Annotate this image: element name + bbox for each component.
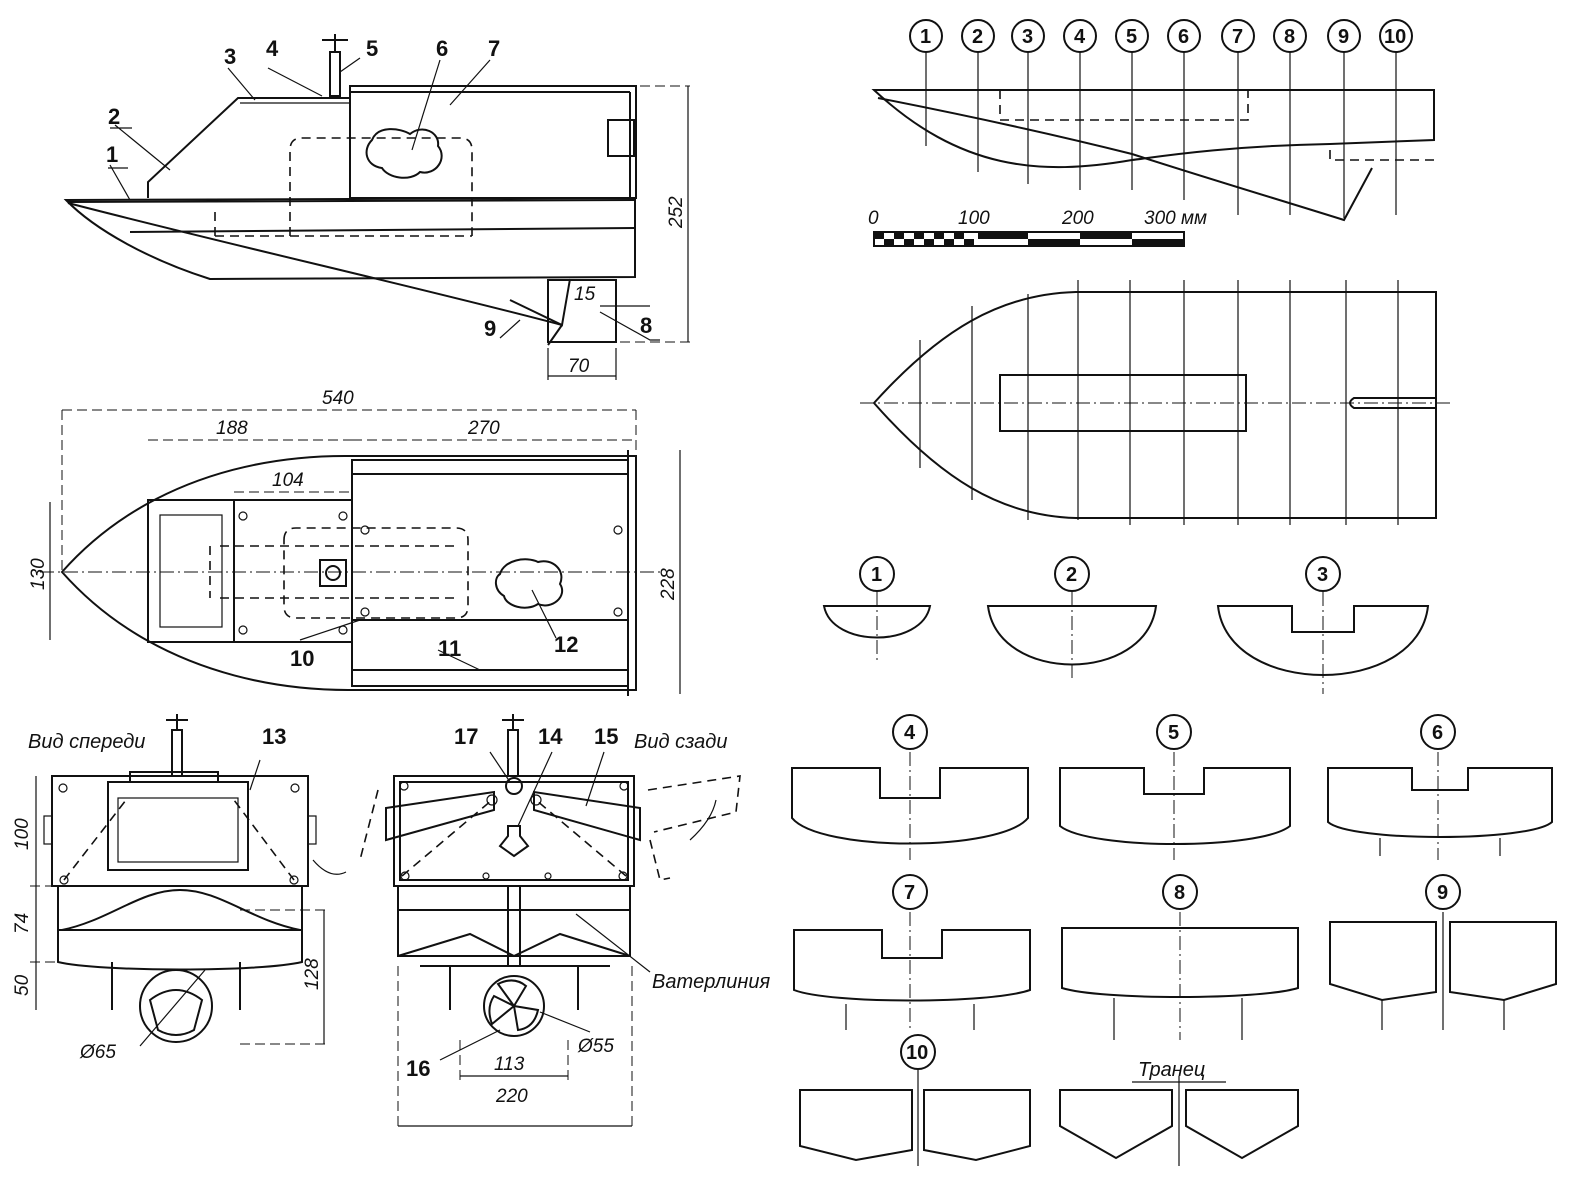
callout-4: 4 (266, 36, 279, 61)
dim-540: 540 (322, 388, 354, 409)
callout-16: 16 (406, 1056, 430, 1081)
lines-profile (871, 19, 1435, 247)
dim-100: 100 (12, 818, 33, 850)
callout-2: 2 (108, 104, 120, 129)
callout-14: 14 (538, 724, 563, 749)
station-label-1: 1 (920, 26, 931, 48)
dim-188: 188 (216, 418, 248, 439)
rear-view-labels: Вид сзади 17 14 15 16 Ø55 113 220 Ватерл… (406, 724, 770, 1107)
section-label-7: 7 (904, 882, 915, 904)
station-label-3: 3 (1022, 26, 1033, 48)
station-markers (909, 19, 1413, 53)
callout-6: 6 (436, 36, 448, 61)
section-label-4: 4 (904, 722, 916, 744)
waterline-label: Ватерлиния (652, 971, 770, 993)
dim-nozzle-55: Ø55 (577, 1036, 614, 1057)
dim-252: 252 (666, 196, 687, 229)
dim-128: 128 (302, 958, 323, 990)
station-label-6: 6 (1178, 26, 1189, 48)
rear-view (359, 714, 741, 1130)
front-view-title: Вид спереди (28, 731, 145, 753)
callout-7: 7 (488, 36, 500, 61)
callout-5: 5 (366, 36, 378, 61)
transom-label: Транец (1138, 1059, 1205, 1081)
dim-270: 270 (467, 418, 500, 439)
rear-view-title: Вид сзади (634, 731, 727, 753)
station-lines (925, 52, 1397, 218)
dim-70: 70 (568, 356, 590, 377)
callout-11: 11 (438, 636, 461, 661)
front-view (30, 714, 347, 1047)
front-view-labels: Вид спереди 13 100 74 50 128 Ø65 (12, 724, 323, 1063)
scale-bar (873, 231, 1185, 247)
dim-220: 220 (495, 1086, 528, 1107)
callout-12: 12 (554, 632, 578, 657)
section-label-6: 6 (1432, 722, 1443, 744)
scale-100: 100 (958, 208, 990, 229)
lines-halfbreadth (860, 280, 1450, 525)
callout-13: 13 (262, 724, 286, 749)
sections (791, 556, 1557, 1166)
side-view-labels: 1 2 3 4 5 6 7 8 9 252 15 70 (106, 36, 687, 377)
callout-10: 10 (290, 646, 314, 671)
lines-profile-labels: 1 2 3 4 5 6 7 8 9 10 0 100 200 300 мм (868, 26, 1406, 229)
callout-15: 15 (594, 724, 618, 749)
scale-200: 200 (1061, 208, 1094, 229)
section-label-3: 3 (1317, 564, 1328, 586)
dim-130: 130 (28, 558, 49, 590)
station-label-5: 5 (1126, 26, 1137, 48)
callout-9: 9 (484, 316, 496, 341)
callout-3: 3 (224, 44, 236, 69)
callout-17: 17 (454, 724, 478, 749)
dim-nozzle-65: Ø65 (79, 1042, 116, 1063)
station-label-2: 2 (972, 26, 983, 48)
scale-300: 300 мм (1144, 208, 1207, 229)
dim-74: 74 (12, 913, 33, 934)
section-label-10: 10 (906, 1042, 928, 1064)
dim-228: 228 (658, 568, 679, 601)
section-label-9: 9 (1437, 882, 1448, 904)
dim-104: 104 (272, 470, 304, 491)
sections-labels: 1 2 3 4 5 6 7 8 9 10 Транец (871, 564, 1448, 1081)
scale-0: 0 (868, 208, 879, 229)
section-label-1: 1 (871, 564, 882, 586)
dim-15: 15 (574, 284, 596, 305)
section-label-2: 2 (1066, 564, 1077, 586)
station-label-9: 9 (1338, 26, 1349, 48)
side-view (63, 34, 690, 380)
section-label-8: 8 (1174, 882, 1185, 904)
callout-1: 1 (106, 142, 118, 167)
station-label-7: 7 (1232, 26, 1243, 48)
top-view-labels: 540 188 270 104 130 228 10 11 12 (28, 388, 679, 671)
station-label-8: 8 (1284, 26, 1295, 48)
callout-8: 8 (640, 313, 652, 338)
top-view (40, 409, 681, 696)
section-label-5: 5 (1168, 722, 1179, 744)
station-label-4: 4 (1074, 26, 1086, 48)
dim-113: 113 (494, 1054, 525, 1075)
station-label-10: 10 (1384, 26, 1406, 48)
dim-50: 50 (12, 974, 33, 996)
